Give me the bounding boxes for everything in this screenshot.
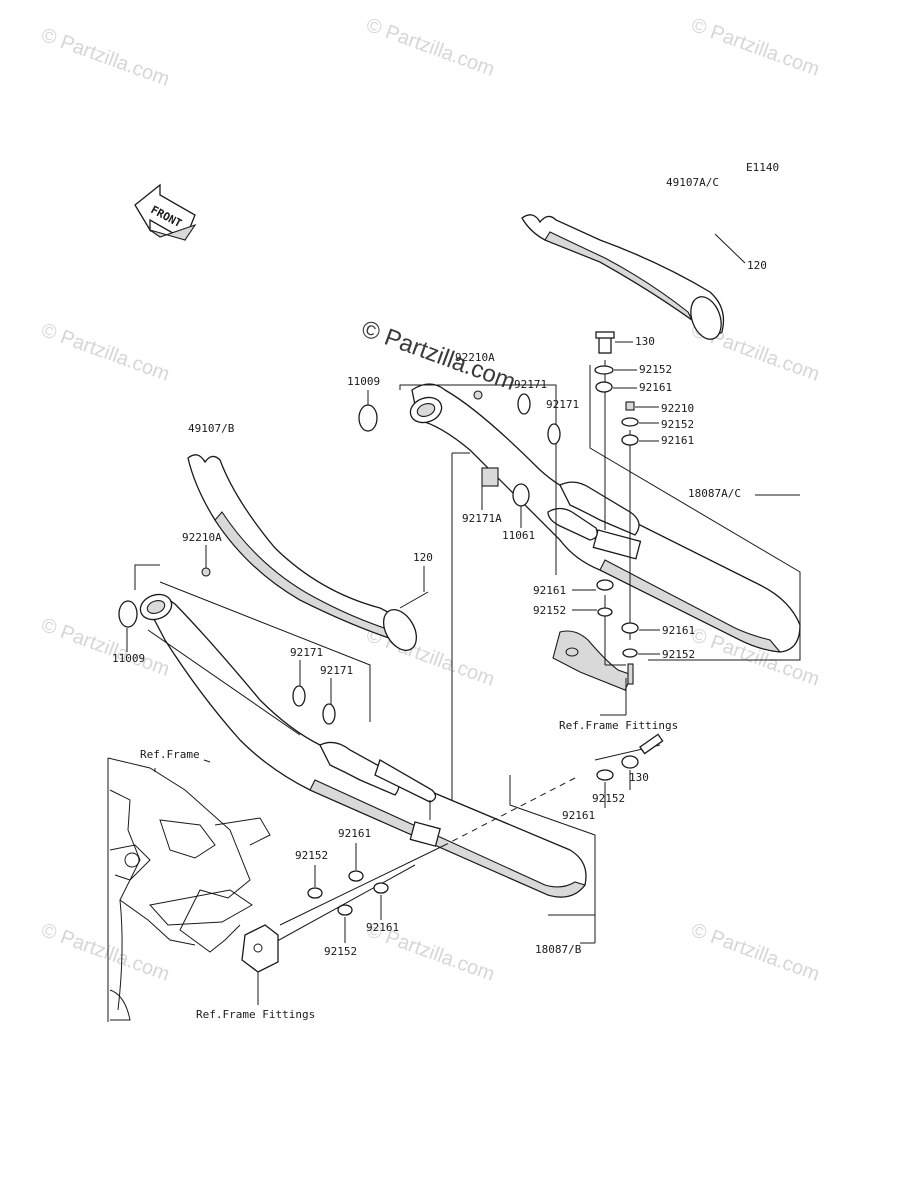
heat-shield-lower [187, 454, 429, 651]
part-label: 18087/B [535, 943, 582, 956]
part-label: 92152 [295, 849, 328, 862]
watermark: © Partzilla.com [38, 319, 172, 386]
part-label: 120 [413, 551, 433, 564]
part-label: 92161 [533, 584, 566, 597]
ref-frame-fittings-label: Ref.Frame Fittings [559, 719, 678, 732]
part-label: 120 [747, 259, 767, 272]
part-label: 49107A/C [666, 176, 719, 189]
watermark: © Partzilla.com [38, 919, 172, 986]
part-label: 11009 [347, 375, 380, 388]
watermark: © Partzilla.com [363, 14, 497, 81]
part-label: 92161 [366, 921, 399, 934]
front-arrow-icon: FRONT [134, 183, 197, 241]
part-label: 130 [635, 335, 655, 348]
part-labels: 49107A/C 120 130 92152 92161 92210 92152… [112, 176, 767, 1021]
part-label: 92152 [533, 604, 566, 617]
part-label: 11009 [112, 652, 145, 665]
part-label: 92171 [514, 378, 547, 391]
ref-frame-fittings-label: Ref.Frame Fittings [196, 1008, 315, 1021]
part-label: 92210 [661, 402, 694, 415]
part-label: 92171A [462, 512, 502, 525]
upper-hardware [358, 331, 639, 685]
part-label: 92161 [639, 381, 672, 394]
part-label: 130 [629, 771, 649, 784]
watermark: © Partzilla.com [688, 919, 822, 986]
part-label: 92161 [661, 434, 694, 447]
muffler-lower [118, 567, 587, 898]
watermark: © Partzilla.com [38, 24, 172, 91]
part-label: 92152 [324, 945, 357, 958]
watermark: © Partzilla.com [38, 614, 172, 681]
part-label: 18087A/C [688, 487, 741, 500]
ref-frame-label: Ref.Frame [140, 748, 200, 761]
part-label: 92210A [182, 531, 222, 544]
part-label: 11061 [502, 529, 535, 542]
part-label: 92171 [290, 646, 323, 659]
lower-hardware [241, 733, 664, 1005]
part-label: 49107/B [188, 422, 235, 435]
watermark: © Partzilla.com [688, 14, 822, 81]
part-label: 92161 [338, 827, 371, 840]
upper-leader-lines [399, 360, 801, 805]
muffler-upper [409, 383, 801, 691]
part-label: 92171 [546, 398, 579, 411]
part-label: 92152 [662, 648, 695, 661]
part-label: 92171 [320, 664, 353, 677]
part-label: 92161 [662, 624, 695, 637]
frame-section [107, 757, 271, 1022]
part-label: 92152 [661, 418, 694, 431]
part-label: 92152 [639, 363, 672, 376]
part-label: 92152 [592, 792, 625, 805]
watermark-center: © Partzilla.com [358, 315, 519, 396]
label-leaders [126, 341, 800, 944]
diagram-code: E1140 [746, 161, 779, 174]
heat-shield-upper [521, 214, 746, 340]
part-label: 92210A [455, 351, 495, 364]
part-label: 92161 [562, 809, 595, 822]
